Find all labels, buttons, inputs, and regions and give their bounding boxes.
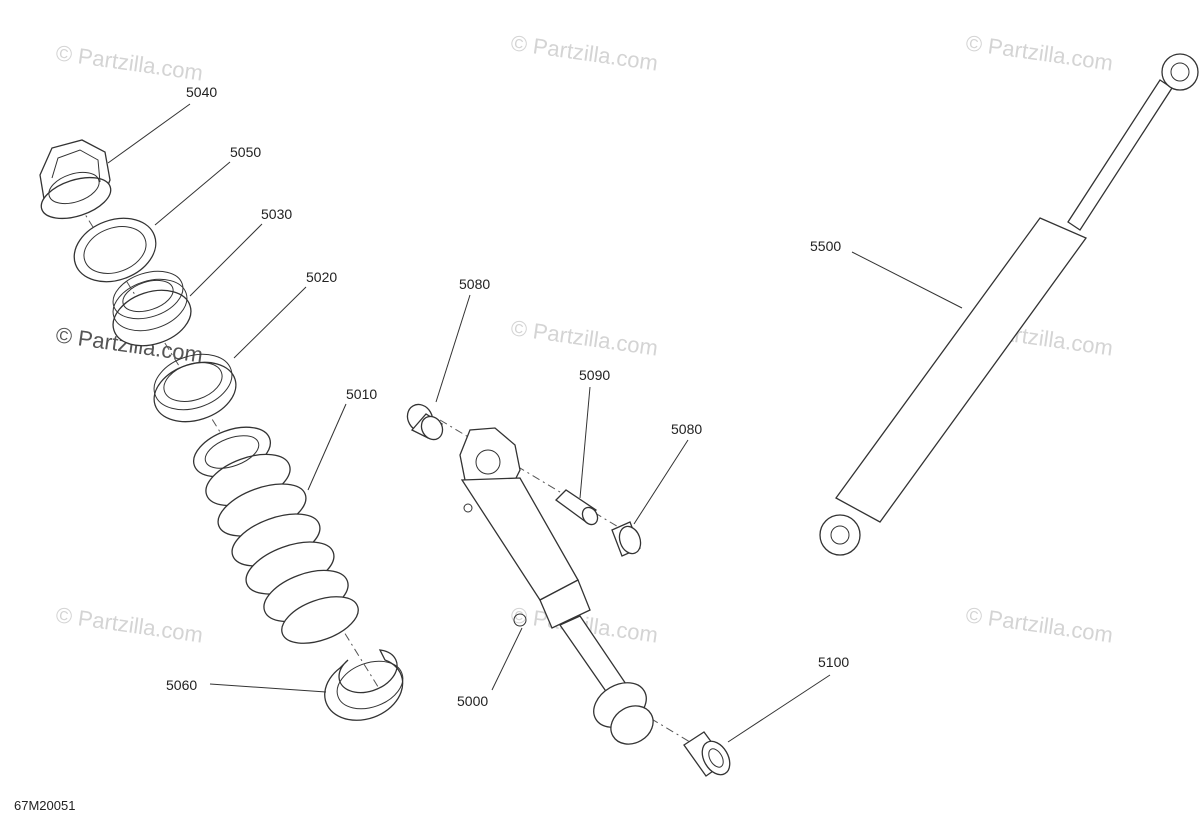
- watermark: © Partzilla.com: [54, 40, 204, 85]
- watermark: © Partzilla.com: [509, 30, 659, 75]
- part-5060-retainer: [324, 649, 404, 721]
- callout-5000: 5000: [457, 693, 488, 709]
- watermark: © Partzilla.com: [964, 30, 1114, 75]
- part-5080-upper-bushing: [406, 403, 444, 441]
- diagram-reference-code: 67M20051: [14, 798, 75, 813]
- part-5020-ring: [153, 353, 237, 423]
- leader-lines: [107, 103, 963, 743]
- part-5090-sleeve: [555, 489, 599, 526]
- callout-labels: 5040 5050 5030 5020 5010 5060 5080 5090 …: [166, 84, 849, 709]
- callout-5090: 5090: [579, 367, 610, 383]
- part-5050-washer: [73, 217, 157, 283]
- callout-5050: 5050: [230, 144, 261, 160]
- callout-5500: 5500: [810, 238, 841, 254]
- callout-5060: 5060: [166, 677, 197, 693]
- part-5080-lower-bushing: [611, 521, 642, 557]
- watermark: © Partzilla.com: [964, 602, 1114, 647]
- part-5000-shock-absorber: [459, 427, 654, 745]
- watermark: © Partzilla.com: [509, 315, 659, 360]
- part-5040-adjuster-ring: [39, 139, 112, 220]
- callout-5030: 5030: [261, 206, 292, 222]
- part-5030-spring-coupler: [112, 270, 192, 347]
- callout-5020: 5020: [306, 269, 337, 285]
- callout-5080-lower: 5080: [671, 421, 702, 437]
- callout-5100: 5100: [818, 654, 849, 670]
- callout-5080-upper: 5080: [459, 276, 490, 292]
- callout-5040: 5040: [186, 84, 217, 100]
- callout-5010: 5010: [346, 386, 377, 402]
- watermark: © Partzilla.com: [54, 602, 204, 647]
- part-5500-damper: [819, 53, 1199, 556]
- part-5010-coil-spring: [193, 426, 359, 644]
- part-5100-bushing: [683, 731, 731, 777]
